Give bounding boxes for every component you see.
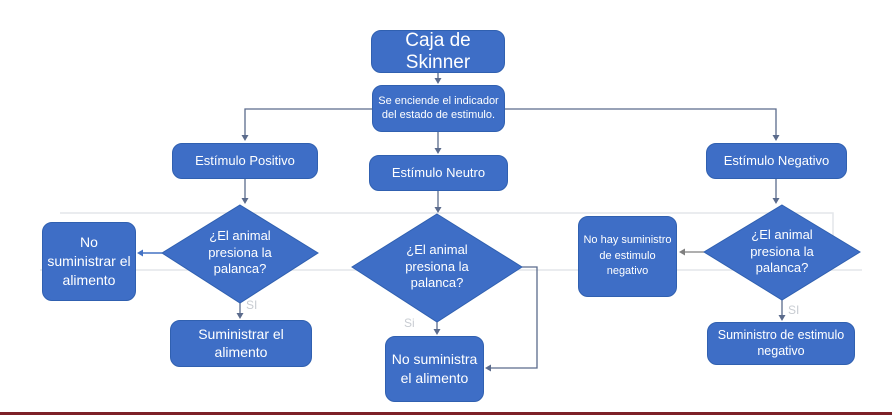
no-negative-stimulus-node: No hay suministro de estimulo negativo bbox=[578, 216, 677, 297]
decision-negative-label: ¿El animal presiona la palanca? bbox=[750, 226, 814, 276]
no-supply-food-node: No suministrar el alimento bbox=[42, 222, 136, 301]
arrowhead-yes-positive bbox=[236, 313, 244, 319]
decision-positive-label: ¿El animal presiona la palanca? bbox=[208, 227, 272, 277]
arrowhead-yes-negative bbox=[778, 315, 786, 321]
arrowhead-negative-decision bbox=[772, 198, 780, 204]
negative-stimulus-supply-node: Suministro de estimulo negativo bbox=[707, 322, 855, 365]
arrowhead-neutral-elbow bbox=[485, 364, 491, 372]
arrowhead-start-indicator bbox=[434, 78, 442, 84]
decision-neutral-label: ¿El animal presiona la palanca? bbox=[405, 241, 469, 291]
yes-label-negative: SI bbox=[788, 303, 800, 317]
arrowhead-neutral-decision bbox=[434, 207, 442, 213]
arrow-branch-negative bbox=[505, 108, 777, 136]
arrow-neutral-elbow bbox=[490, 266, 538, 369]
yes-label-positive: SI bbox=[246, 298, 258, 312]
arrowhead-positive-decision bbox=[241, 198, 249, 204]
arrowhead-branch-positive bbox=[241, 135, 249, 141]
stimulus-positive-node: Estímulo Positivo bbox=[172, 143, 318, 179]
start-node: Caja de Skinner bbox=[371, 30, 505, 73]
indicator-node: Se enciende el indicador del estado de e… bbox=[372, 85, 505, 132]
arrowhead-yes-neutral bbox=[433, 329, 441, 335]
arrowhead-branch-negative bbox=[772, 135, 780, 141]
arrowhead-no-supply-food bbox=[137, 249, 143, 257]
stimulus-negative-node: Estímulo Negativo bbox=[706, 143, 847, 179]
arrowhead-branch-neutral bbox=[434, 148, 442, 154]
supply-food-node: Suministrar el alimento bbox=[170, 320, 312, 367]
arrowhead-no-negative-supply bbox=[679, 248, 685, 256]
arrow-branch-positive bbox=[244, 108, 372, 136]
stimulus-neutral-node: Estímulo Neutro bbox=[369, 155, 508, 191]
footer-rule bbox=[0, 412, 892, 415]
yes-label-neutral: Si bbox=[404, 316, 415, 330]
no-supplies-food-node: No suministra el alimento bbox=[385, 336, 484, 402]
